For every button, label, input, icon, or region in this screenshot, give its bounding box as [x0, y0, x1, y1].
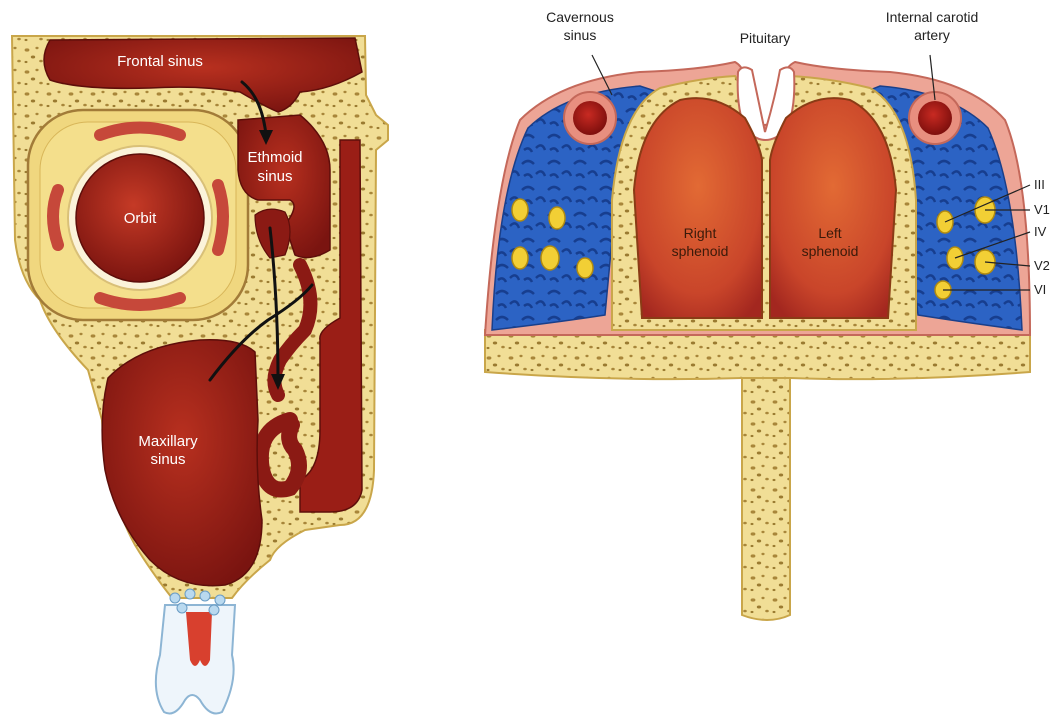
tooth-pulp [186, 612, 212, 666]
maxillary-sinus-label-line2: sinus [150, 451, 185, 468]
molar-tooth [156, 589, 235, 714]
left-sphenoid-label-line2: sphenoid [802, 243, 859, 259]
nerve-bundle [512, 199, 528, 221]
frontal-sinus-label: Frontal sinus [117, 53, 203, 70]
left-coronal-figure: Frontal sinus Ethmoid sinus Orbit Maxill… [12, 36, 388, 714]
medial-rectus-muscle [218, 185, 223, 250]
inferior-rectus-muscle [100, 298, 180, 305]
nerve-bundle [549, 207, 565, 229]
right-sphenoid-figure: Cavernous sinus Pituitary Internal carot… [485, 9, 1050, 620]
carotid-artery-right [573, 101, 607, 135]
right-sphenoid-sinus [634, 98, 762, 318]
orbit-label: Orbit [124, 210, 157, 227]
nerve-label-V1: V1 [1034, 202, 1050, 217]
carotid-artery-left [918, 101, 952, 135]
sphenoid-floor-bone [485, 330, 1030, 379]
ethmoid-sinus-label-line2: sinus [257, 168, 292, 185]
alveolar-bubble [170, 593, 180, 603]
nerve-bundle [512, 247, 528, 269]
left-sphenoid-label-line1: Left [818, 225, 841, 241]
right-sphenoid-label-line1: Right [684, 225, 717, 241]
nerve-bundle [577, 258, 593, 278]
cavernous-sinus-label-line2: sinus [564, 27, 597, 43]
left-sphenoid-sinus [770, 98, 896, 318]
nerve-bundle [541, 246, 559, 270]
nerve-label-IV: IV [1034, 224, 1047, 239]
alveolar-bubble [200, 591, 210, 601]
carotid-label-line1: Internal carotid [886, 9, 979, 25]
ethmoid-sinus-label-line1: Ethmoid [247, 149, 302, 166]
cavernous-sinus-label-line1: Cavernous [546, 9, 614, 25]
maxillary-sinus-label-line1: Maxillary [138, 433, 198, 450]
alveolar-bubble [209, 605, 219, 615]
alveolar-bubble [215, 595, 225, 605]
lateral-rectus-muscle [53, 190, 58, 245]
sphenoid-septum-stalk [742, 365, 790, 620]
carotid-label-line2: artery [914, 27, 950, 43]
pituitary-label: Pituitary [740, 30, 791, 46]
nerve-label-III: III [1034, 177, 1045, 192]
nerve-label-VI: VI [1034, 282, 1046, 297]
alveolar-bubble [185, 589, 195, 599]
right-sphenoid-label-line2: sphenoid [672, 243, 729, 259]
alveolar-bubble [177, 603, 187, 613]
nerve-label-V2: V2 [1034, 258, 1050, 273]
